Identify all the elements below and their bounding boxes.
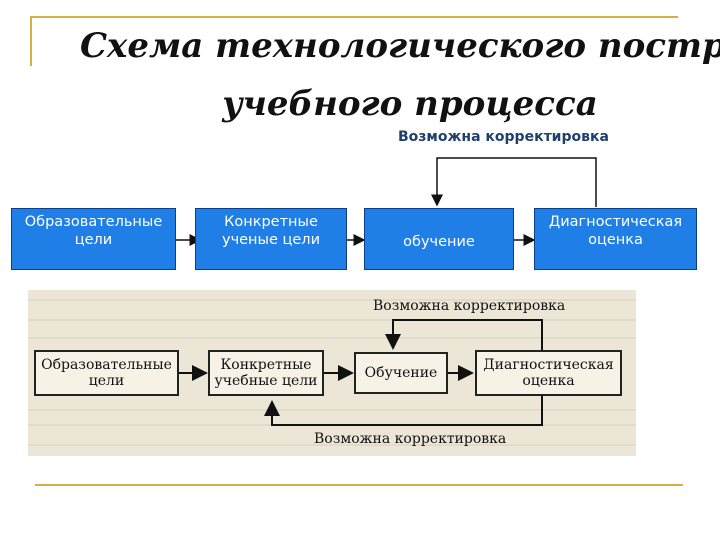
scan-box-specific-goals: Конкретные учебные цели [208, 350, 324, 396]
box-educational-goals-line1: Образовательные [24, 214, 163, 230]
box-educational-goals: Образовательные цели [11, 208, 176, 270]
box-specific-goals-line2: ученые цели [221, 232, 320, 248]
box-learning-line1: обучение [403, 234, 475, 250]
scan-top-label: Возможна корректировка [373, 298, 566, 314]
scan-box-educational-goals-line1: Образовательные [41, 357, 172, 373]
bottom-border-line [35, 484, 683, 486]
scan-box-diagnostic-assessment-line1: Диагностическая [483, 357, 614, 373]
top-border-line [30, 16, 678, 18]
box-specific-goals: Конкретные ученые цели [195, 208, 347, 270]
feedback-arrow-top [431, 157, 597, 207]
scanned-diagram-image: Возможна корректировка Возможна корректи… [28, 290, 636, 456]
correction-label: Возможна корректировка [398, 129, 609, 145]
scan-box-learning-line1: Обучение [364, 365, 438, 381]
scan-box-educational-goals: Образовательные цели [34, 350, 179, 396]
box-diagnostic-assessment-line2: оценка [588, 232, 643, 248]
box-diagnostic-assessment: Диагностическая оценка [534, 208, 697, 270]
scan-box-learning: Обучение [354, 352, 448, 394]
box-specific-goals-line1: Конкретные [224, 214, 318, 230]
scan-connectors [28, 299, 636, 446]
box-learning: обучение [364, 208, 514, 270]
scan-box-specific-goals-line2: учебные цели [214, 373, 318, 389]
scan-box-specific-goals-line1: Конкретные [220, 357, 312, 373]
slide-title-line-1: Схема технологического построения [80, 26, 720, 66]
scan-bottom-label: Возможна корректировка [314, 431, 507, 447]
scan-box-diagnostic-assessment: Диагностическая оценка [475, 350, 622, 396]
box-diagnostic-assessment-line1: Диагностическая [548, 214, 683, 230]
scan-box-diagnostic-assessment-line2: оценка [522, 373, 575, 389]
slide-title-line-2: учебного процесса [222, 84, 598, 124]
box-educational-goals-line2: цели [74, 232, 113, 248]
scan-box-educational-goals-line2: цели [88, 373, 125, 389]
left-border-line [30, 16, 32, 66]
